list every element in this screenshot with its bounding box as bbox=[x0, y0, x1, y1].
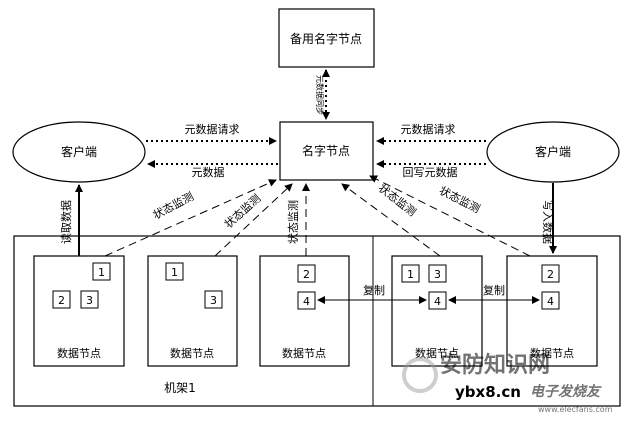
datanode-2 bbox=[147, 255, 238, 367]
metadata-request-right-label: 元数据请求 bbox=[401, 122, 456, 136]
datanode-4-label: 数据节点 bbox=[415, 346, 459, 360]
block-id: 3 bbox=[210, 294, 217, 307]
status-monitor-line-5 bbox=[369, 175, 531, 257]
block-id: 2 bbox=[303, 268, 310, 281]
status-monitor-label-1: 状态监测 bbox=[150, 189, 195, 222]
client-right bbox=[486, 121, 620, 183]
datanode-2-blocks: 1 3 bbox=[165, 262, 223, 309]
block bbox=[52, 290, 71, 309]
block-id: 1 bbox=[171, 266, 178, 279]
copy-label-2: 复制 bbox=[483, 283, 505, 297]
block bbox=[401, 264, 420, 283]
write-data-label: 写入数据 bbox=[541, 200, 555, 244]
status-monitor-line-4 bbox=[341, 183, 441, 257]
namenode-box bbox=[279, 121, 374, 181]
metadata-request-left-label: 元数据请求 bbox=[185, 122, 240, 136]
metadata-left-label: 元数据 bbox=[192, 165, 225, 179]
metadata-sync-label: 元数据同步 bbox=[315, 75, 325, 115]
client-left-label: 客户端 bbox=[61, 144, 97, 159]
block-id: 4 bbox=[303, 295, 310, 308]
block-id: 3 bbox=[86, 294, 93, 307]
status-monitor-label-5: 状态监测 bbox=[437, 183, 483, 215]
block bbox=[297, 291, 316, 310]
block bbox=[204, 290, 223, 309]
namenode-label: 名字节点 bbox=[302, 143, 350, 158]
client-right-label: 客户端 bbox=[535, 144, 571, 159]
datanode-1-blocks: 1 2 3 bbox=[52, 262, 111, 309]
datanode-1-label: 数据节点 bbox=[57, 346, 101, 360]
block-id: 3 bbox=[434, 268, 441, 281]
write-back-metadata-label: 回写元数据 bbox=[403, 165, 458, 179]
block-id: 1 bbox=[407, 268, 414, 281]
datanode-3-blocks: 2 4 bbox=[297, 264, 316, 310]
watermark-url: www.elecfans.com bbox=[538, 405, 613, 414]
block bbox=[92, 262, 111, 281]
watermark-logo-icon bbox=[402, 357, 438, 393]
backup-namenode-box bbox=[278, 8, 375, 68]
block bbox=[165, 262, 184, 281]
status-monitor-label-3: 状态监测 bbox=[286, 200, 300, 244]
copy-label-1: 复制 bbox=[363, 283, 385, 297]
watermark-brand: 安防知识网 bbox=[402, 352, 550, 393]
client-left bbox=[12, 121, 146, 183]
block-id: 4 bbox=[547, 295, 554, 308]
datanode-5-label: 数据节点 bbox=[530, 346, 574, 360]
block bbox=[428, 291, 447, 310]
block-id: 1 bbox=[98, 266, 105, 279]
block bbox=[541, 291, 560, 310]
block bbox=[80, 290, 99, 309]
datanode-2-label: 数据节点 bbox=[170, 346, 214, 360]
watermark-brand2: 电子发烧友 bbox=[530, 383, 602, 400]
block bbox=[297, 264, 316, 283]
watermark-site: ybx8.cn bbox=[455, 383, 521, 401]
block bbox=[428, 264, 447, 283]
datanode-3-label: 数据节点 bbox=[282, 346, 326, 360]
status-monitor-line-2 bbox=[214, 183, 293, 257]
status-monitor-label-2: 状态监测 bbox=[221, 191, 263, 231]
rack1-label: 机架1 bbox=[164, 381, 196, 395]
block bbox=[541, 264, 560, 283]
read-data-label: 读取数据 bbox=[59, 200, 73, 244]
datanode-5-blocks: 2 4 bbox=[541, 264, 560, 310]
block-id: 2 bbox=[58, 294, 65, 307]
backup-namenode-label: 备用名字节点 bbox=[290, 31, 362, 46]
status-monitor-line-1 bbox=[104, 179, 277, 257]
watermark-brand-text: 安防知识网 bbox=[440, 352, 550, 378]
datanode-4-blocks: 1 3 4 bbox=[401, 264, 447, 310]
block-id: 2 bbox=[547, 268, 554, 281]
block-id: 4 bbox=[434, 295, 441, 308]
